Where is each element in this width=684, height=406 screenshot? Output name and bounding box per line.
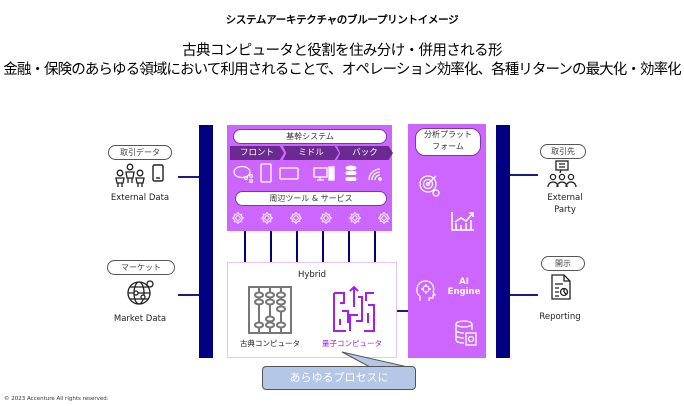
quantum-maze-icon xyxy=(330,285,378,335)
label-market-data: Market Data xyxy=(113,314,167,324)
stage-middle: ミドル xyxy=(283,146,339,160)
brain-head-icon xyxy=(414,279,438,303)
report-document-icon xyxy=(551,274,571,300)
callout-all-processes: あらゆるプロセスに xyxy=(262,366,416,390)
desktop-icon xyxy=(313,166,335,182)
connector-gear-3 xyxy=(296,231,298,262)
connector-external-data xyxy=(178,176,200,178)
label-external-party-line-1: External xyxy=(547,193,583,203)
hybrid-block: Hybrid 古典コンピュータ 量子コンピュータ xyxy=(227,262,397,358)
connector-gear-4 xyxy=(322,231,324,262)
gear-icon xyxy=(348,211,362,225)
label-reporting: Reporting xyxy=(539,312,581,322)
stage-front: フロント xyxy=(230,146,284,160)
label-quantum-computer: 量子コンピュータ xyxy=(322,339,382,348)
connector-market-data xyxy=(178,294,200,296)
hybrid-title: Hybrid xyxy=(297,270,327,280)
gear-icon xyxy=(231,211,245,225)
gear-icon xyxy=(260,211,274,225)
pill-counterparty: 取引先 xyxy=(540,144,586,159)
label-external-party-line-2: Party xyxy=(554,205,576,215)
wireless-icon xyxy=(367,167,383,181)
connector-hybrid-analytics xyxy=(397,310,408,312)
people-group-icon xyxy=(113,163,147,189)
connector-gear-6 xyxy=(374,231,376,262)
stage-back: バック xyxy=(337,146,393,160)
connector-external-party xyxy=(510,174,538,176)
abacus-icon xyxy=(247,285,293,335)
label-external-party: External Party xyxy=(525,192,605,216)
gear-row xyxy=(231,211,391,225)
pill-peripheral-services: 周辺ツール & サービス xyxy=(235,191,387,206)
pill-analytics-platform: 分析プラット フォーム xyxy=(415,128,481,156)
pill-analytics-line-2: フォーム xyxy=(432,142,464,151)
footer-copyright: © 2023 Accenture All rights reserved. xyxy=(4,396,109,402)
smartphone-icon xyxy=(152,164,164,182)
right-integration-bus xyxy=(496,125,510,358)
pill-core-system: 基幹システム xyxy=(233,129,387,144)
people-chat-icon xyxy=(547,160,577,188)
subtitle-line-2: 金融・保険のあらゆる領域において利用されることで、オペレーション効率化、各種リタ… xyxy=(3,62,681,78)
ai-label-line-2: Engine xyxy=(447,287,481,297)
page-title: システムアーキテクチャのブループリントイメージ xyxy=(225,14,459,26)
gear-icon xyxy=(319,211,333,225)
tablet-icon xyxy=(279,167,299,180)
pill-disclosure: 開示 xyxy=(541,256,585,271)
pill-analytics-line-1: 分析プラット xyxy=(424,130,472,139)
subtitle-line-1: 古典コンピュータと役割を住み分け・併用される形 xyxy=(182,43,502,59)
pill-transaction-data: 取引データ xyxy=(108,145,172,160)
database-document-icon xyxy=(454,320,478,346)
connector-gear-1 xyxy=(244,231,246,262)
connector-reporting xyxy=(510,294,538,296)
target-gear-icon xyxy=(418,174,442,198)
pill-market: マーケット xyxy=(107,260,175,275)
ai-engine-label: AI Engine xyxy=(444,277,484,297)
ai-label-line-1: AI xyxy=(459,277,469,287)
bar-chart-growth-icon xyxy=(450,210,476,232)
smartphone-icon xyxy=(260,163,272,183)
analytics-platform-block: 分析プラット フォーム AI Engine xyxy=(408,124,486,358)
core-system-block: 基幹システム フロント ミドル バック 周辺ツール & サービス xyxy=(227,125,393,231)
gear-icon xyxy=(377,211,391,225)
globe-network-icon xyxy=(126,278,156,306)
label-external-data: External Data xyxy=(110,193,170,203)
connector-gear-5 xyxy=(348,231,350,262)
left-integration-bus xyxy=(199,125,213,358)
database-icon xyxy=(345,165,357,183)
chat-share-icon xyxy=(233,165,253,183)
label-classical-computer: 古典コンピュータ xyxy=(240,339,300,348)
gear-icon xyxy=(289,211,303,225)
connector-gear-2 xyxy=(270,231,272,262)
